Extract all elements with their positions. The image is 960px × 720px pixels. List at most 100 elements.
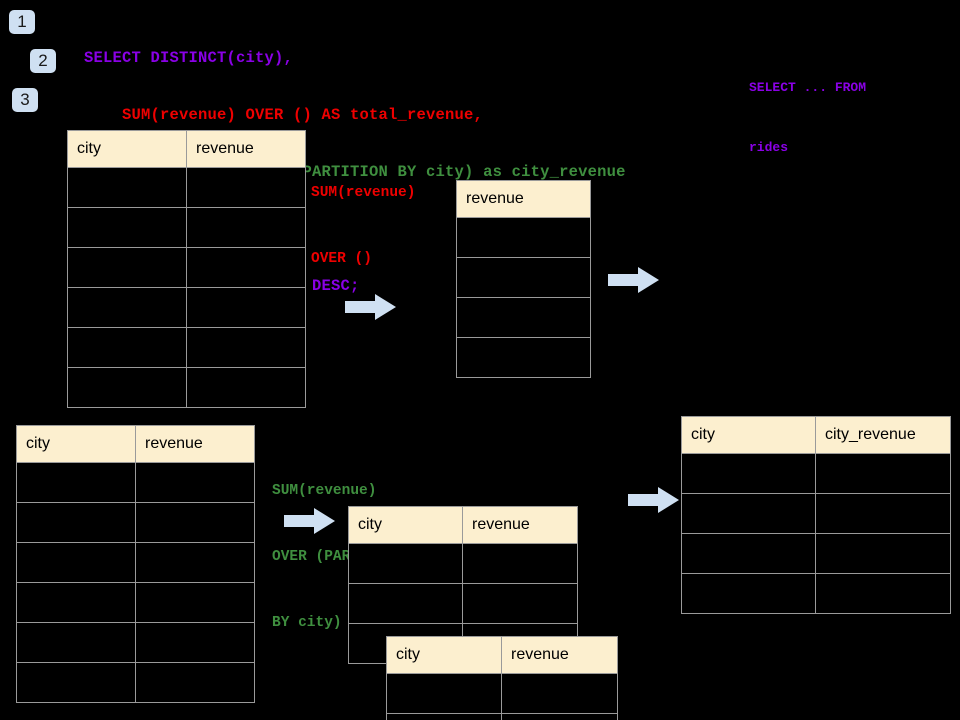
step-badge-3: 3	[12, 88, 38, 112]
cell-city	[67, 167, 187, 208]
annotation-total-revenue-line-2: OVER ()	[311, 251, 372, 267]
table-row	[681, 453, 951, 494]
cell-revenue	[135, 622, 255, 663]
cell-city	[348, 543, 463, 584]
table-total-revenue: revenue	[456, 180, 591, 378]
cell-revenue	[135, 502, 255, 543]
cell-city-revenue	[815, 453, 951, 494]
column-header-revenue: revenue	[135, 425, 255, 463]
table-row	[67, 167, 306, 208]
column-header-revenue: revenue	[456, 180, 591, 218]
cell-city	[16, 622, 136, 663]
cell-revenue	[186, 247, 306, 288]
table-row	[16, 462, 255, 503]
cell-revenue	[501, 713, 618, 720]
column-header-revenue: revenue	[186, 130, 306, 168]
table-row	[456, 257, 591, 298]
table-row	[386, 713, 618, 720]
cell-revenue	[186, 207, 306, 248]
table-header-row: city city_revenue	[681, 416, 951, 454]
cell-city	[16, 502, 136, 543]
table-row	[67, 247, 306, 288]
cell-city	[67, 287, 187, 328]
table-row	[16, 502, 255, 543]
annotation-city-revenue-line-3: BY city)	[272, 615, 342, 631]
table-row	[67, 367, 306, 408]
table-header-row: city revenue	[386, 636, 618, 674]
annotation-total-revenue-line-1: SUM(revenue)	[311, 185, 416, 201]
cell-revenue	[456, 217, 591, 258]
cell-revenue	[501, 673, 618, 714]
cell-revenue	[186, 367, 306, 408]
table-header-row: revenue	[456, 180, 591, 218]
table-row	[67, 327, 306, 368]
table-row	[386, 673, 618, 714]
table-row	[348, 543, 578, 584]
cell-revenue	[456, 297, 591, 338]
cell-city	[386, 713, 502, 720]
cell-revenue	[456, 337, 591, 378]
step-badge-2: 2	[30, 49, 56, 73]
column-header-city-revenue: city_revenue	[815, 416, 951, 454]
cell-city	[348, 583, 463, 624]
cell-revenue	[462, 543, 578, 584]
cell-revenue	[135, 662, 255, 703]
arrow-source-to-total-icon	[345, 294, 396, 320]
cell-revenue	[135, 542, 255, 583]
column-header-city: city	[386, 636, 502, 674]
table-row	[681, 573, 951, 614]
column-header-city: city	[67, 130, 187, 168]
cell-city	[386, 673, 502, 714]
table-row	[67, 207, 306, 248]
cell-city	[681, 493, 816, 534]
table-header-row: city revenue	[16, 425, 255, 463]
table-row	[456, 297, 591, 338]
arrow-source-to-partition-icon	[284, 508, 335, 534]
table-header-row: city revenue	[348, 506, 578, 544]
column-header-city: city	[681, 416, 816, 454]
cell-city-revenue	[815, 573, 951, 614]
table-row	[16, 622, 255, 663]
cell-revenue	[186, 327, 306, 368]
column-header-city: city	[348, 506, 463, 544]
cell-city	[67, 367, 187, 408]
annotation-city-revenue-line-1: SUM(revenue)	[272, 483, 377, 499]
cell-city	[16, 662, 136, 703]
cell-city	[16, 542, 136, 583]
table-final-result: city city_revenue	[681, 416, 951, 614]
step-badge-1: 1	[9, 10, 35, 34]
table-row	[67, 287, 306, 328]
cell-revenue	[186, 167, 306, 208]
side-note-select-from: SELECT ... FROM rides	[749, 38, 866, 198]
cell-city	[681, 573, 816, 614]
arrow-total-to-final-icon	[608, 267, 659, 293]
cell-city	[16, 582, 136, 623]
table-row	[456, 337, 591, 378]
table-row	[16, 582, 255, 623]
column-header-city: city	[16, 425, 136, 463]
table-row	[16, 542, 255, 583]
cell-city	[16, 462, 136, 503]
column-header-revenue: revenue	[501, 636, 618, 674]
cell-city-revenue	[815, 533, 951, 574]
cell-city	[67, 247, 187, 288]
table-rides-source-top: city revenue	[67, 130, 306, 408]
sql-line-1: SELECT DISTINCT(city),	[84, 49, 294, 67]
cell-city	[67, 207, 187, 248]
table-rides-source-bottom: city revenue	[16, 425, 255, 703]
cell-revenue	[462, 583, 578, 624]
table-row	[681, 533, 951, 574]
side-note-line-1: SELECT ... FROM	[749, 80, 867, 95]
column-header-revenue: revenue	[462, 506, 578, 544]
cell-revenue	[186, 287, 306, 328]
cell-city-revenue	[815, 493, 951, 534]
cell-revenue	[135, 582, 255, 623]
sql-line-2: SUM(revenue) OVER () AS total_revenue,	[84, 106, 484, 124]
arrow-partition-to-final-icon	[628, 487, 679, 513]
cell-city	[681, 533, 816, 574]
table-row	[681, 493, 951, 534]
cell-revenue	[456, 257, 591, 298]
table-row	[16, 662, 255, 703]
side-note-line-2: rides	[749, 140, 789, 155]
